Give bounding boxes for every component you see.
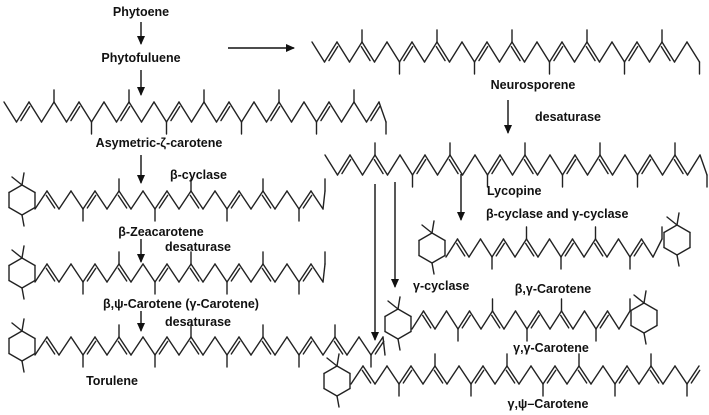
- label-gamma-psi-carotene: γ,ψ–Carotene: [508, 397, 589, 411]
- label-torulene: Torulene: [86, 374, 138, 388]
- torulene-structure: [8, 318, 386, 373]
- label-lycopine: Lycopine: [487, 184, 541, 198]
- labels: Phytoene Phytofuluene Neurosporene desat…: [86, 5, 628, 411]
- label-phytofluene: Phytofuluene: [101, 51, 180, 65]
- arrows: [137, 22, 512, 341]
- label-gamma-gamma-carotene: γ,γ-Carotene: [513, 341, 589, 355]
- beta-psi-carotene-structure: [8, 245, 326, 300]
- beta-gamma-carotene-structure: [418, 212, 691, 275]
- lycopine-structure: [324, 142, 708, 188]
- label-desaturase-2: desaturase: [165, 240, 231, 254]
- label-gamma-cyclase: γ-cyclase: [413, 279, 469, 293]
- label-desaturase-3: desaturase: [165, 315, 231, 329]
- label-beta-cyclase: β-cyclase: [170, 168, 227, 182]
- label-asym-zeta-carotene: Asymetric-ζ-carotene: [96, 136, 223, 150]
- label-beta-zeacarotene: β-Zeacarotene: [118, 225, 203, 239]
- asym-zeta-carotene-structure: [3, 89, 387, 135]
- label-phytoene: Phytoene: [113, 5, 169, 19]
- label-neurosporene: Neurosporene: [491, 78, 576, 92]
- beta-zeacarotene-structure: [8, 172, 326, 227]
- label-beta-psi-carotene: β,ψ-Carotene (γ-Carotene): [103, 297, 259, 311]
- neurosporene-structure: [311, 29, 701, 75]
- gamma-psi-carotene-structure: [323, 353, 701, 408]
- label-beta-gamma-carotene: β,γ-Carotene: [515, 282, 591, 296]
- label-beta-gamma-cyclase: β-cyclase and γ-cyclase: [486, 207, 628, 221]
- label-desaturase-1: desaturase: [535, 110, 601, 124]
- gamma-gamma-carotene-structure: [384, 290, 658, 351]
